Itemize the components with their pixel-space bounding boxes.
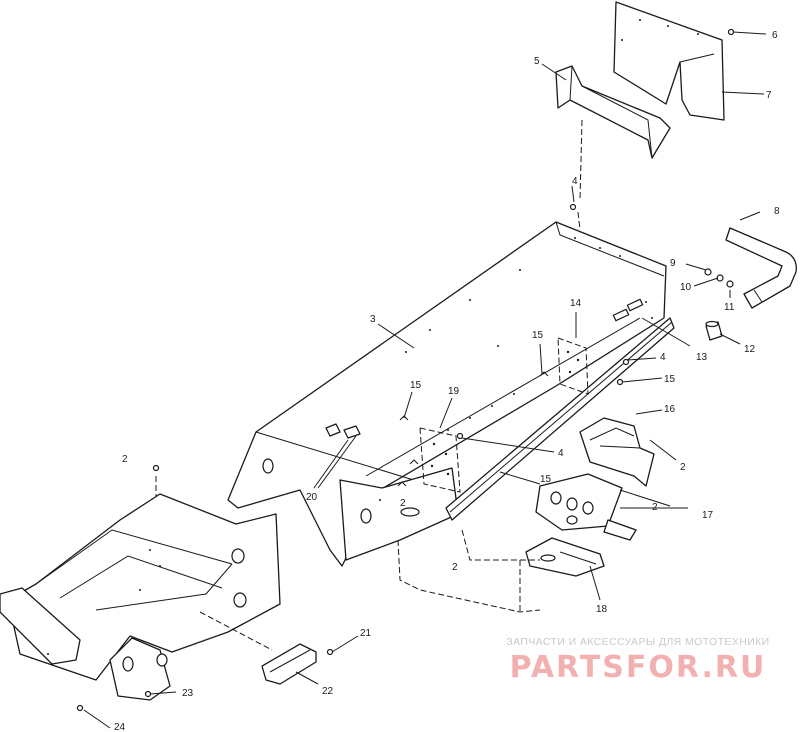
watermark-logo: PARTSFOR.RU [509,650,767,685]
part-5-bracket [555,65,671,159]
part-14-plate [557,337,589,395]
callout-24: 24 [114,722,126,732]
callout-23: 23 [182,688,194,699]
part-16-guard [579,417,655,487]
part-6-rivet [727,28,735,36]
callout-15-a: 15 [532,330,544,341]
callout-21: 21 [360,628,372,639]
callout-9: 9 [670,258,676,269]
hidden-outline [397,529,541,613]
callout-3: 3 [370,314,376,325]
watermark: ЗАПЧАСТИ И АКСЕССУАРЫ ДЛЯ МОТОТЕХНИКИ PA… [488,636,788,685]
part-23-24-hardware [76,690,152,712]
part-8-bar [725,227,797,309]
callout-16: 16 [664,404,676,415]
assembly-line-22 [199,611,273,651]
callout-11: 11 [724,302,735,313]
part-9-10-11-hardware [704,268,734,288]
part-21-bolt [326,648,334,656]
part-4-bolt-top [569,203,577,211]
part-12-bushing [705,320,723,341]
callout-2-bottom: 2 [400,498,406,509]
callout-13: 13 [696,352,708,363]
callout-5: 5 [534,56,540,67]
callout-2-right-a: 2 [680,462,686,473]
callout-18: 18 [596,604,608,615]
callout-15-c: 15 [410,380,422,391]
watermark-tagline: ЗАПЧАСТИ И АКСЕССУАРЫ ДЛЯ МОТОТЕХНИКИ [506,636,770,648]
callout-19: 19 [448,386,460,397]
callout-4-mid: 4 [660,352,666,363]
part-4-bolts [456,358,630,440]
callout-15-b: 15 [664,374,676,385]
front-frame-assembly [0,493,281,701]
part-20-labels [325,423,361,439]
part-3-tunnel [227,221,667,567]
part-17-plate [535,473,637,541]
part-19-plate [419,427,461,493]
callout-20: 20 [306,492,318,503]
callout-15-d: 15 [540,474,552,485]
callout-7: 7 [766,90,772,101]
part-22-bracket [261,643,317,685]
callout-4-top: 4 [572,176,578,187]
callout-22: 22 [322,686,334,697]
callout-2-center: 2 [452,562,458,573]
part-15-rivets [397,371,549,487]
part-18-bracket [525,537,605,577]
part-rail [445,317,675,521]
assembly-line-5 [579,119,583,201]
callout-10: 10 [680,282,692,293]
callout-2-top-left: 2 [122,454,128,465]
callout-17: 17 [702,510,714,521]
part-7-flap [613,1,725,121]
callout-14: 14 [570,298,582,309]
callout-8: 8 [774,206,780,217]
callout-6: 6 [772,30,778,41]
part-2-bolt-left [152,464,160,472]
leader-lines [83,31,767,729]
callout-12: 12 [744,344,756,355]
callout-4-lower: 4 [558,448,564,459]
callout-2-right-b: 2 [652,502,658,513]
assembly-line-4 [577,211,581,231]
